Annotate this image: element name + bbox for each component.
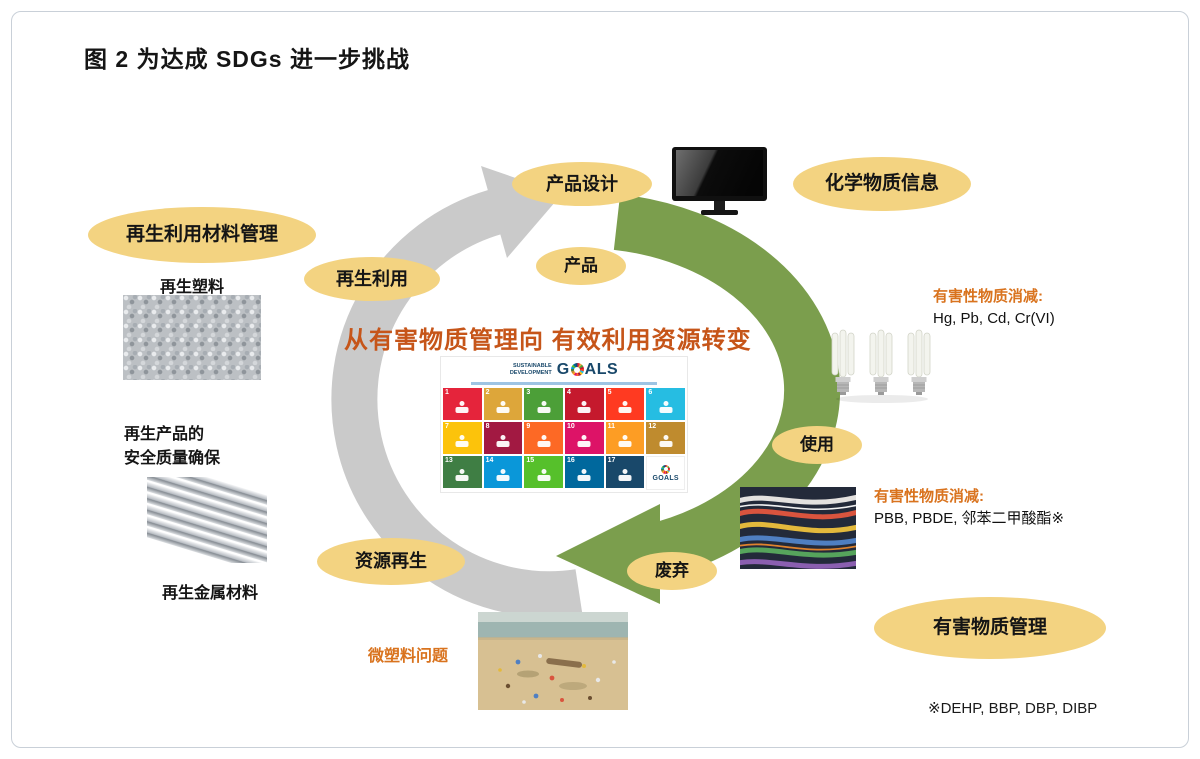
sdg-tagline-rule: [471, 382, 657, 385]
beach-litter-image: [478, 612, 628, 710]
sdg-tile-3: 3: [524, 388, 563, 420]
sdg-tile-2: 2: [483, 388, 523, 420]
bubble-disposal: 废弃: [627, 552, 717, 590]
center-headline: 从有害物质管理向 有效利用资源转变: [344, 327, 752, 354]
sdg-tile-1: 1: [443, 388, 482, 420]
bubble-recycled-material-management: 再生利用材料管理: [88, 207, 316, 263]
sdg-tile-8: 8: [483, 422, 523, 454]
recycled-plastic-label: 再生塑料: [160, 279, 225, 296]
recycle-arrow-gray: [331, 189, 583, 618]
sdg-tile-number: 11: [607, 423, 616, 430]
sdg-tile-number: 10: [567, 423, 575, 430]
sdg-tile-number: 9: [526, 423, 531, 430]
sdg-tile-15: 15: [524, 456, 563, 488]
sdg-goals-wordmark: G ALS: [556, 360, 619, 378]
sdg-brand-small: SUSTAINABLE DEVELOPMENT: [509, 363, 552, 376]
bubble-chemical-substance-info: 化学物质信息: [793, 157, 971, 211]
sdg-tile-9: 9: [524, 422, 563, 454]
sdg-tile-number: 7: [445, 423, 449, 430]
sdg-tile-number: 14: [485, 457, 494, 464]
sdg-tile-number: 3: [526, 389, 531, 396]
sdg-tile-7: 7: [443, 422, 482, 454]
monitor-image: [672, 147, 767, 215]
footnote: ※DEHP, BBP, DBP, DIBP: [928, 700, 1098, 717]
sdg-tile-number: 16: [567, 457, 575, 464]
recycled-plastic-image: [123, 295, 261, 380]
sdg-tile-number: 13: [445, 457, 453, 464]
sdg-tile-number: 1: [445, 389, 449, 396]
cables-image: [740, 487, 856, 569]
sdg-logo: SUSTAINABLE DEVELOPMENT G ALS: [441, 357, 687, 382]
sdg-tile-14: 14: [483, 456, 523, 488]
sdg-logo-tile-text: GOALS: [652, 474, 679, 482]
sdg-tile-number: 2: [485, 389, 490, 396]
cfl-bulbs-image: [831, 329, 931, 403]
sdg-wheel-icon: [661, 464, 671, 474]
recycled-metal-label: 再生金属材料: [162, 585, 259, 602]
sdg-tile-number: 15: [526, 457, 535, 464]
sdg-tile-number: 8: [485, 423, 490, 430]
sdg-tile-number: 4: [567, 389, 571, 396]
sdg-tile-12: 12: [646, 422, 685, 454]
sdg-tile-6: 6: [646, 388, 685, 420]
bubble-use: 使用: [772, 426, 862, 464]
hazard-reduction-bottom: 有害性物质消减: PBB, PBDE, 邻苯二甲酸酯※: [874, 486, 1064, 530]
sdg-logo-tile: GOALS: [646, 456, 685, 490]
lifecycle-arrow-green: [613, 194, 841, 580]
sdg-tile-4: 4: [565, 388, 604, 420]
bubble-product: 产品: [536, 247, 626, 285]
sdg-tile-17: 17: [605, 456, 645, 488]
sdg-tile-number: 17: [607, 457, 616, 464]
sdg-tile-16: 16: [565, 456, 604, 488]
sdg-wheel-icon: [570, 363, 584, 376]
hazard-reduction-bottom-items: PBB, PBDE, 邻苯二甲酸酯※: [874, 509, 1065, 527]
hazard-reduction-top: 有害性物质消减: Hg, Pb, Cd, Cr(VI): [933, 286, 1055, 330]
sdg-tile-number: 12: [648, 423, 657, 430]
bubble-product-design: 产品设计: [512, 162, 652, 206]
bubble-recycling: 再生利用: [304, 257, 440, 301]
recycled-metal-image: [147, 477, 267, 563]
sdg-tile-number: 6: [648, 389, 653, 396]
bubble-hazardous-substance-management: 有害物质管理: [874, 597, 1106, 659]
sdg-tile-5: 5: [605, 388, 645, 420]
sdg-tile-10: 10: [565, 422, 604, 454]
sdg-tile-13: 13: [443, 456, 482, 488]
hazard-reduction-top-items: Hg, Pb, Cd, Cr(VI): [933, 309, 1055, 327]
microplastic-label: 微塑料问题: [368, 648, 449, 665]
sdg-tile-11: 11: [605, 422, 645, 454]
figure-title: 图 2 为达成 SDGs 进一步挑战: [84, 46, 410, 72]
recycled-product-safety-label: 再生产品的 安全质量确保: [124, 426, 221, 467]
sdg-tile-number: 5: [607, 389, 612, 396]
hazard-reduction-bottom-title: 有害性物质消减:: [874, 488, 984, 505]
hazard-reduction-top-title: 有害性物质消减:: [933, 288, 1043, 305]
bubble-resource-regeneration: 资源再生: [317, 538, 465, 585]
